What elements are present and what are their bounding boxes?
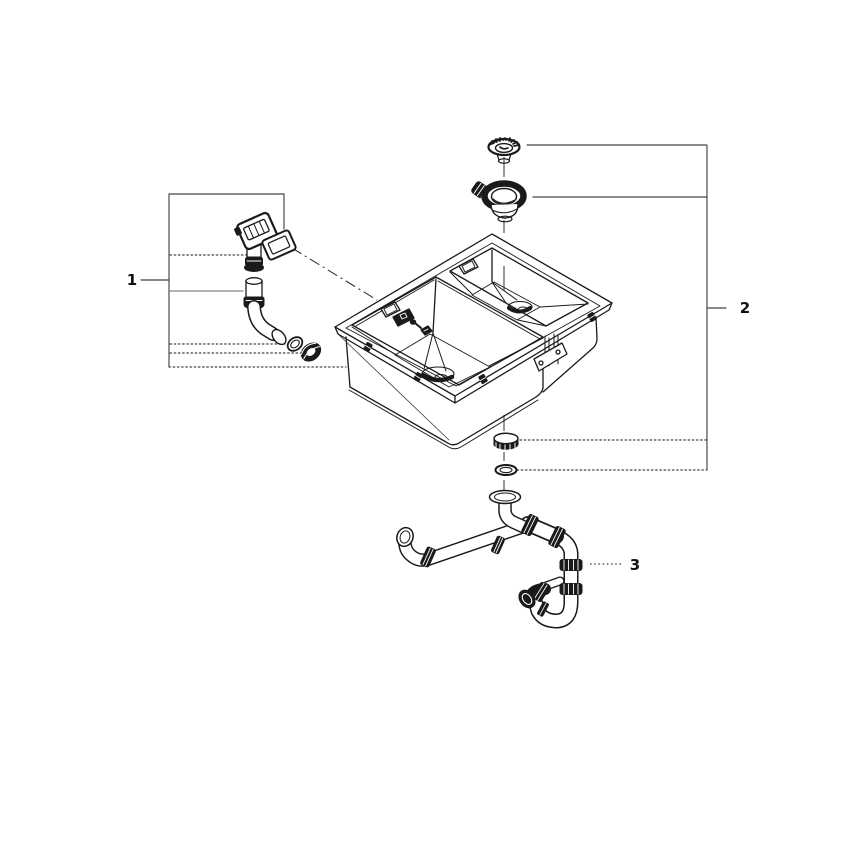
overflow-o-ring — [286, 336, 304, 352]
overflow-plate — [392, 308, 415, 327]
trap-inlet — [488, 489, 566, 549]
strainer-plug — [487, 137, 521, 164]
overflow-pipe-upper — [244, 238, 264, 272]
trap-outlet-elbow — [518, 576, 565, 617]
overflow-nut — [300, 342, 322, 362]
trap-vertical-pipe — [528, 528, 579, 629]
callout-1-bracket — [140, 193, 347, 368]
small-bowl-overflow-hole — [458, 258, 479, 275]
pipe-couplings — [559, 559, 583, 595]
overflow-screw — [409, 319, 433, 336]
overflow-assembly — [234, 211, 322, 362]
main-bowl — [351, 276, 544, 388]
small-bowl — [449, 247, 589, 327]
drain-locknut — [493, 432, 519, 451]
strainer-waste-assembly — [471, 137, 527, 476]
bracket-screw-hole — [538, 360, 544, 366]
horizontal-pipe — [396, 518, 535, 568]
bracket-screw-hole — [555, 349, 561, 355]
callout-2-bracket — [516, 144, 727, 471]
overflow-gasket — [261, 229, 297, 261]
sink-body — [334, 233, 613, 450]
rim-clips — [363, 312, 597, 384]
overflow-elbow — [247, 300, 287, 346]
callout-3-label: 3 — [630, 556, 640, 574]
callout-1-label: 1 — [127, 271, 137, 289]
drain-trap-assembly — [396, 489, 583, 629]
waste-basket — [471, 180, 527, 223]
main-bowl-overflow-hole — [380, 301, 401, 318]
seal-ring — [494, 464, 518, 476]
overflow-alignment-line — [291, 247, 378, 301]
callout-2-label: 2 — [740, 299, 750, 317]
mounting-bracket-plate — [533, 342, 568, 372]
